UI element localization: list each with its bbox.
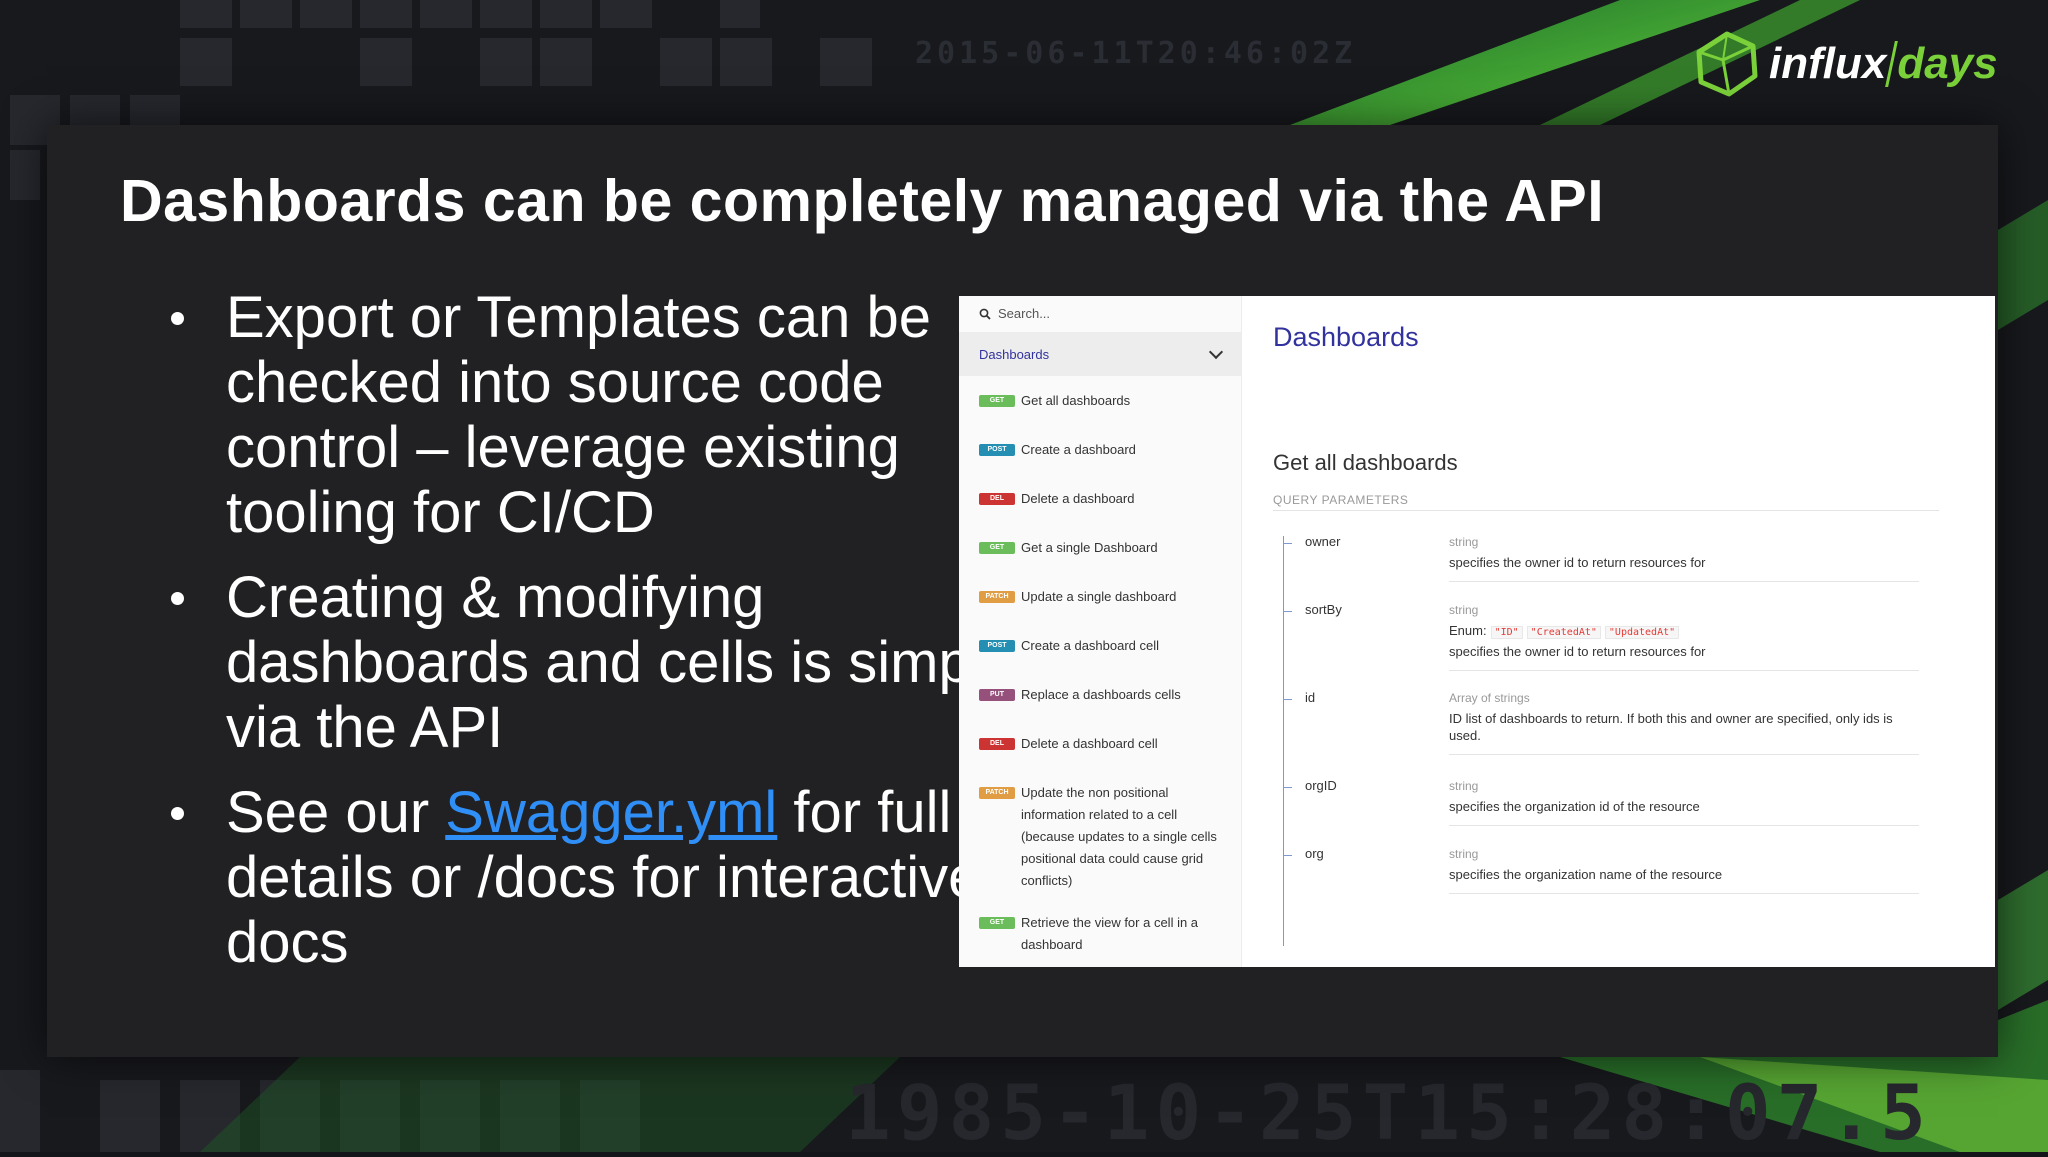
bullet-item: Export or Templates can be checked into … (97, 285, 1017, 545)
param-type: string (1449, 779, 1479, 793)
slide-card: Dashboards can be completely managed via… (47, 125, 1998, 1057)
bullet-dot (171, 312, 184, 325)
bullet-list: Export or Templates can be checked into … (97, 285, 1017, 995)
param-info: string specifies the organization id of t… (1449, 778, 1919, 826)
sidebar-endpoint-item[interactable]: PATCH Update the non positional informati… (959, 782, 1241, 892)
param-tick (1283, 543, 1292, 544)
param-enum-row: Enum:"ID""CreatedAt""UpdatedAt" (1449, 622, 1919, 641)
http-method-badge: DEL (979, 738, 1015, 750)
param-info: string specifies the owner id to return r… (1449, 534, 1919, 582)
sidebar-endpoint-label: Get a single Dashboard (1021, 540, 1158, 555)
http-method-badge: DEL (979, 493, 1015, 505)
param-tree-line (1283, 536, 1284, 946)
sidebar-endpoint-label: Delete a dashboard cell (1021, 736, 1158, 751)
param-description: specifies the organization name of the r… (1449, 867, 1723, 882)
param-name: sortBy (1305, 602, 1342, 617)
sidebar-group-label: Dashboards (979, 346, 1050, 362)
logo-word-days: days (1897, 39, 1998, 88)
http-method-badge: PUT (979, 689, 1015, 701)
search-box[interactable] (979, 306, 1198, 321)
param-name: owner (1305, 534, 1341, 549)
param-name: org (1305, 846, 1324, 861)
section-title: Get all dashboards (1273, 450, 1458, 475)
sidebar-endpoint-item[interactable]: GET Get all dashboards (959, 390, 1241, 412)
param-name: orgID (1305, 778, 1337, 793)
enum-value: "ID" (1490, 626, 1523, 639)
enum-value: "CreatedAt" (1526, 626, 1601, 639)
sidebar-endpoint-label: Create a dashboard (1021, 442, 1136, 457)
bullet-item: Creating & modifying dashboards and cell… (97, 565, 1017, 760)
sidebar-endpoint-item[interactable]: DEL Delete a dashboard cell (959, 733, 1241, 755)
bullet-item: See our Swagger.yml for full details or … (97, 780, 1017, 975)
sidebar-endpoint-item[interactable]: PUT Replace a dashboards cells (959, 684, 1241, 706)
query-params-label: QUERY PARAMETERS (1273, 493, 1409, 507)
logo-word-influx: influx (1769, 39, 1887, 88)
param-description: specifies the owner id to return resourc… (1449, 555, 1706, 570)
param-info: string specifies the organization name of… (1449, 846, 1919, 894)
sidebar-endpoint-label: Get all dashboards (1021, 393, 1131, 408)
enum-label: Enum: (1449, 623, 1487, 638)
param-type: Array of strings (1449, 691, 1530, 705)
sidebar-endpoint-item[interactable]: DEL Delete a dashboard (959, 488, 1241, 510)
param-tick (1283, 787, 1292, 788)
param-info: Array of strings ID list of dashboards to… (1449, 690, 1919, 755)
background-timestamp-bottom: 1985-10-25T15:28:07.5 (845, 1068, 1932, 1157)
param-type: string (1449, 535, 1479, 549)
api-docs-main: Dashboards Get all dashboards QUERY PARA… (1241, 296, 1995, 967)
sidebar-endpoint-label: Replace a dashboards cells (1021, 687, 1181, 702)
param-type: string (1449, 603, 1479, 617)
background-timestamp-top: 2015-06-11T20:46:02Z (915, 36, 1357, 71)
sidebar-endpoint-item[interactable]: POST Create a dashboard cell (959, 635, 1241, 657)
sidebar-endpoint-item[interactable]: GET Get a single Dashboard (959, 537, 1241, 559)
http-method-badge: GET (979, 542, 1015, 554)
bullet-text: Creating & modifying dashboards and cell… (226, 565, 1016, 760)
logo-separator (1885, 41, 1899, 87)
bullet-dot (171, 592, 184, 605)
bullet-text: Export or Templates can be checked into … (226, 285, 931, 545)
http-method-badge: POST (979, 640, 1015, 652)
search-input[interactable] (991, 306, 1198, 321)
param-tick (1283, 699, 1292, 700)
param-tick (1283, 855, 1292, 856)
param-name: id (1305, 690, 1316, 705)
influx-cube-icon (1696, 31, 1758, 97)
bullet-text-after: for full details or /docs for interactiv… (226, 780, 981, 975)
http-method-badge: GET (979, 917, 1015, 929)
sidebar-endpoint-label: Update the non positional information re… (1021, 785, 1217, 888)
logo-wordmark: influx days (1769, 39, 1998, 89)
sidebar-endpoint-label: Retrieve the view for a cell in a dashbo… (1021, 915, 1199, 952)
sidebar-endpoint-item[interactable]: GET Retrieve the view for a cell in a das… (959, 912, 1241, 956)
http-method-badge: POST (979, 444, 1015, 456)
main-title: Dashboards (1273, 322, 1419, 352)
param-description: specifies the organization id of the res… (1449, 799, 1700, 814)
param-type: string (1449, 847, 1479, 861)
sidebar-endpoint-label: Update a single dashboard (1021, 589, 1177, 604)
http-method-badge: PATCH (979, 787, 1015, 799)
param-description: ID list of dashboards to return. If both… (1449, 711, 1893, 743)
sidebar-endpoint-label: Delete a dashboard (1021, 491, 1135, 506)
sidebar-group-dashboards[interactable]: Dashboards (959, 332, 1241, 376)
search-icon (979, 308, 991, 320)
http-method-badge: GET (979, 395, 1015, 407)
bullet-text-before: See our (226, 780, 446, 845)
param-tick (1283, 611, 1292, 612)
chevron-down-icon (1208, 344, 1224, 359)
divider (1273, 510, 1939, 511)
slide-title: Dashboards can be completely managed via… (120, 168, 1605, 234)
influxdays-logo: influx days (1693, 30, 1998, 98)
sidebar-endpoint-label: Create a dashboard cell (1021, 638, 1160, 653)
sidebar-endpoint-item[interactable]: PATCH Update a single dashboard (959, 586, 1241, 608)
sidebar-endpoint-item[interactable]: POST Create a dashboard (959, 439, 1241, 461)
swagger-link[interactable]: Swagger.yml (445, 780, 778, 845)
bullet-dot (171, 807, 184, 820)
enum-value: "UpdatedAt" (1604, 626, 1680, 639)
http-method-badge: PATCH (979, 591, 1015, 603)
param-description: specifies the owner id to return resourc… (1449, 644, 1706, 659)
